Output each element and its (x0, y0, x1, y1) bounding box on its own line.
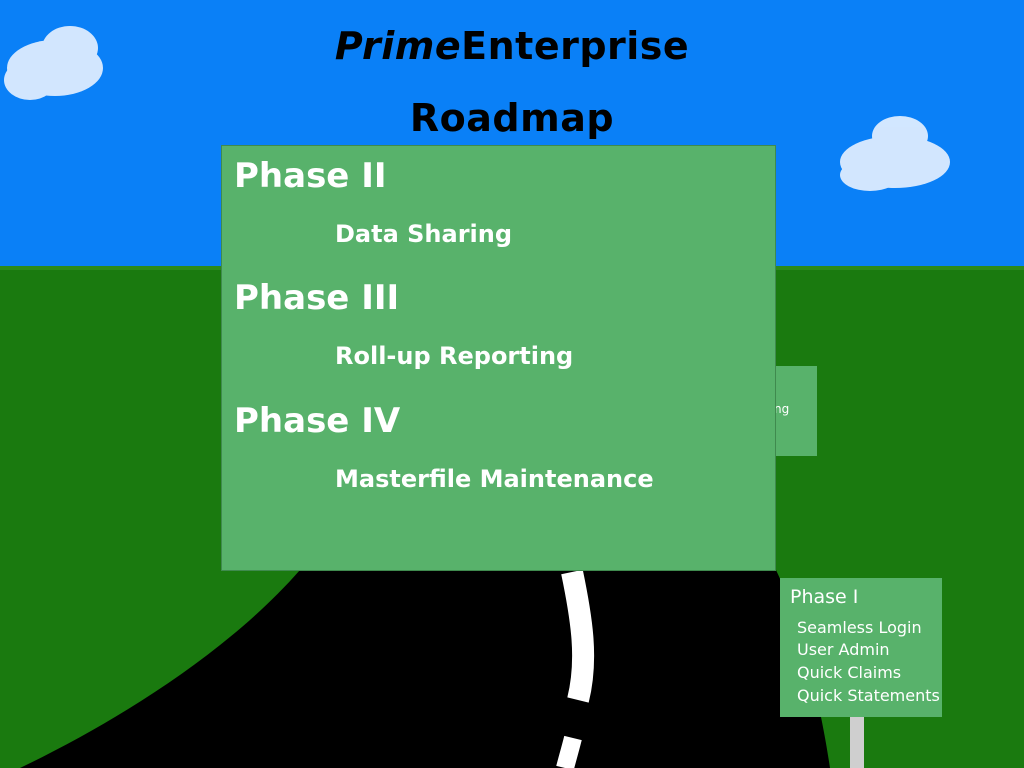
road-center-line (561, 569, 595, 703)
title-enterprise: Enterprise (461, 24, 690, 68)
app-title: PrimeEnterprise (0, 24, 1024, 68)
partial-sign: ng (774, 366, 817, 456)
phase-1-item: Quick Statements (797, 686, 940, 705)
page-subtitle: Roadmap (409, 96, 615, 140)
phase-1-item: User Admin (797, 640, 890, 659)
phase-1-item: Seamless Login (797, 618, 922, 637)
cloud-left (4, 26, 103, 100)
title-prime: Prime (334, 24, 462, 68)
phase-3-title: Phase III (234, 278, 400, 318)
road (20, 570, 830, 768)
phase-2-feature: Data Sharing (335, 220, 513, 248)
partial-sign-text: ng (774, 402, 790, 416)
phase-3-feature: Roll-up Reporting (335, 342, 574, 370)
cloud-right (840, 116, 950, 191)
phase-2-title: Phase II (234, 156, 387, 196)
phase-1-sign: Phase I Seamless Login User Admin Quick … (780, 578, 942, 717)
phase-1-item: Quick Claims (797, 663, 902, 682)
road-center-line-lower (556, 735, 582, 768)
phase-4-title: Phase IV (234, 401, 401, 441)
sign-post (850, 717, 864, 768)
phases-panel: Phase II Data Sharing Phase III Roll-up … (221, 145, 776, 571)
phase-1-heading: Phase I (790, 586, 859, 608)
phase-4-feature: Masterfile Maintenance (335, 465, 654, 493)
